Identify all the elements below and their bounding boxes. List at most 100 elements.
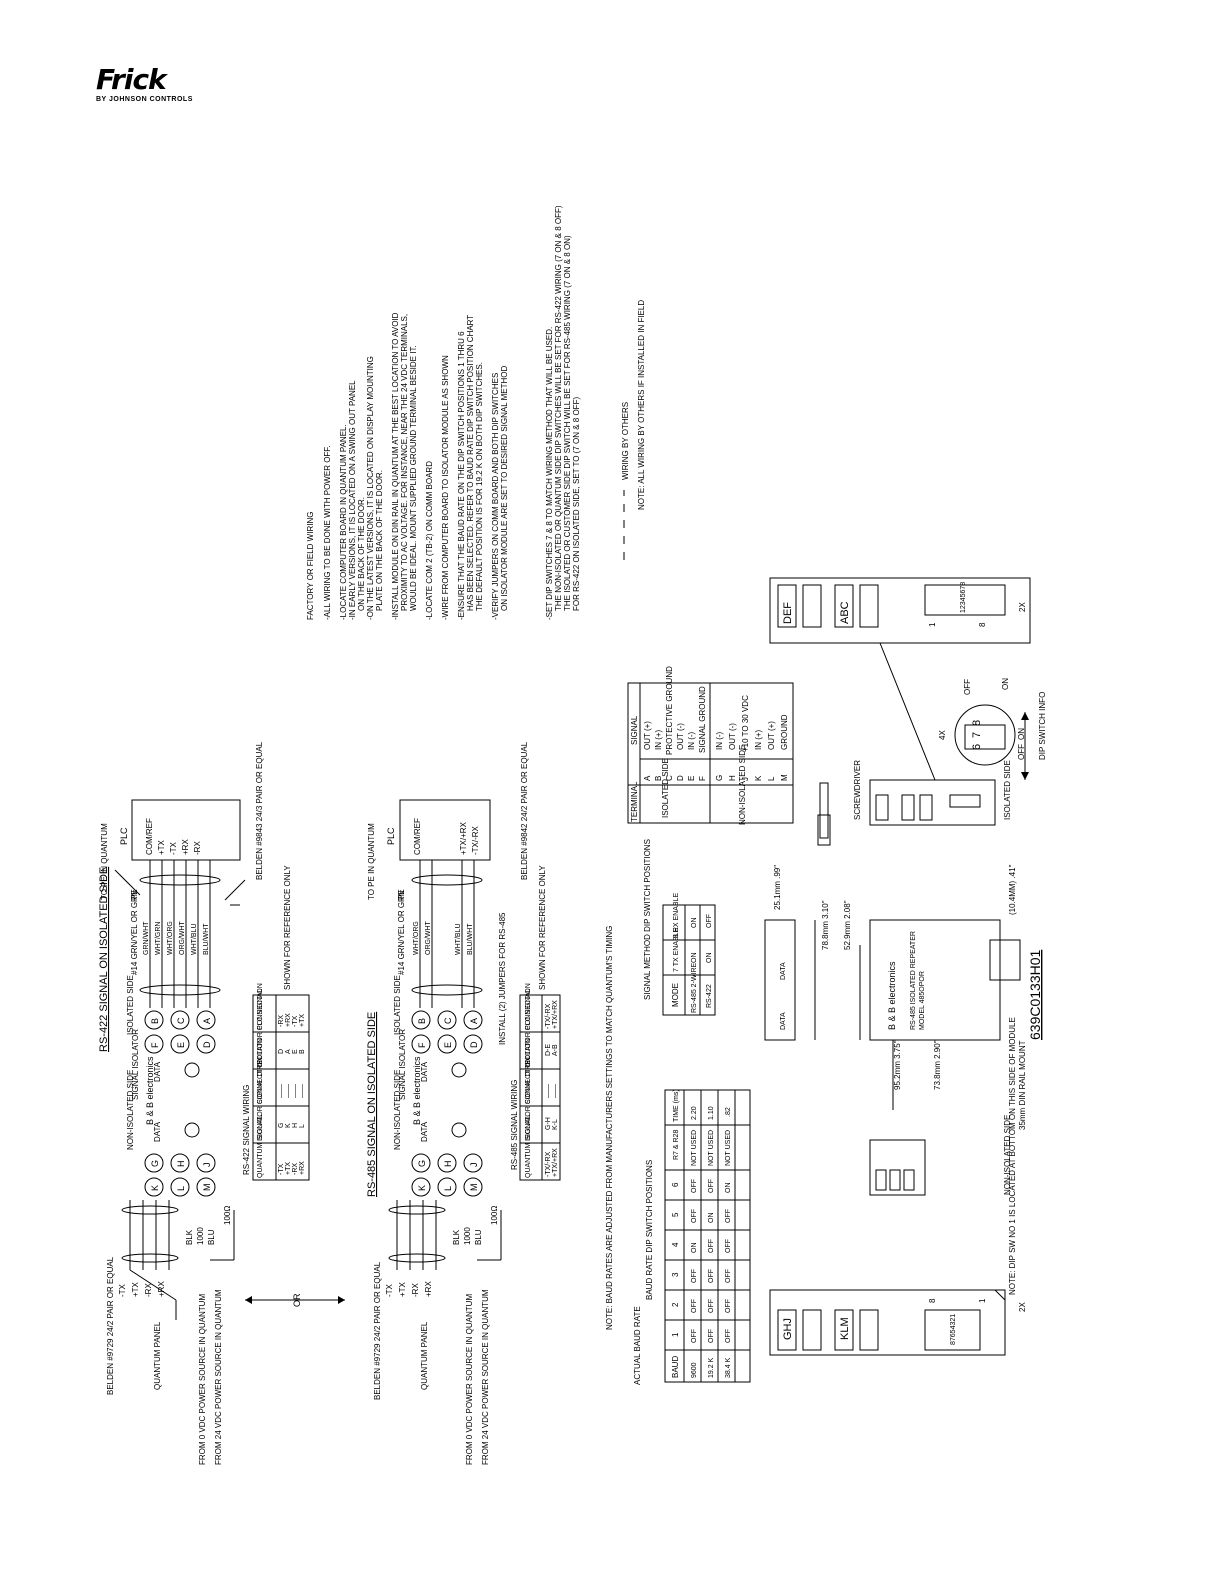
rs485-terminals: G H J K L M B C A F E D [411, 1010, 483, 1197]
rs422-maker: B & B electronics [145, 1056, 155, 1125]
svg-text:RS-422: RS-422 [706, 984, 713, 1008]
svg-text:SIGNAL DIRECTION: SIGNAL DIRECTION [525, 1038, 532, 1104]
rs422-from-24vdc: FROM 24 VDC POWER SOURCE IN QUANTUM [214, 1289, 223, 1465]
svg-text:1: 1 [978, 1298, 987, 1303]
frick-logo: Frick BY JOHNSON CONTROLS [96, 66, 236, 110]
svg-text:IN (+): IN (+) [654, 729, 663, 750]
rs422-cable-left: BELDEN #9729 24/2 PAIR OR EQUAL [106, 1256, 115, 1395]
svg-text:THE ISOLATED OR CUSTOMER SIDE: THE ISOLATED OR CUSTOMER SIDE DIP SWITCH… [563, 235, 572, 611]
rs422-signal-isolator: SIGNAL ISOLATOR [131, 1029, 140, 1100]
svg-text:C: C [443, 1017, 453, 1024]
svg-text:1: 1 [671, 1332, 680, 1337]
svg-text:B: B [654, 776, 663, 781]
rs485-non-isolated-label: NON-ISOLATED SIDE [393, 1070, 402, 1150]
svg-text:GHJ: GHJ [782, 1318, 794, 1340]
svg-text:BAUD RATE DIP SWITCH POSITIONS: BAUD RATE DIP SWITCH POSITIONS [645, 1160, 654, 1300]
rs485-wiring-table: RS-485 SIGNAL WIRING QUANTUM SIGNAL ISOL… [510, 983, 561, 1181]
svg-text:.82: .82 [725, 1107, 732, 1117]
svg-text:ORG/WHT: ORG/WHT [425, 920, 432, 955]
svg-text:8: 8 [928, 1298, 937, 1303]
svg-text:A: A [469, 1018, 479, 1024]
svg-text:——: —— [292, 1084, 299, 1098]
svg-text:+RX: +RX [285, 1013, 292, 1027]
wiring-notes: FACTORY OR FIELD WIRING -ALL WIRING TO B… [306, 205, 646, 620]
svg-text:THE NON-ISOLATED OR QUANTUM SI: THE NON-ISOLATED OR QUANTUM SIDE DIP SWI… [554, 205, 563, 611]
svg-text:4: 4 [671, 1242, 680, 1247]
signal-method-table: SIGNAL METHOD DIP SWITCH POSITIONS MODE … [643, 839, 716, 1016]
svg-text:35mm DIN RAIL MOUNT: 35mm DIN RAIL MOUNT [1018, 1040, 1027, 1130]
svg-text:ON THE BACK OF THE DOOR.: ON THE BACK OF THE DOOR. [357, 497, 366, 611]
svg-text:B & B electronics: B & B electronics [887, 961, 897, 1030]
rs485-reference-note: SHOWN FOR REFERENCE ONLY [538, 865, 547, 990]
svg-text:1: 1 [928, 622, 937, 627]
rs422-pe: PE [130, 889, 139, 900]
svg-text:D: D [469, 1041, 479, 1048]
svg-text:-RX: -RX [292, 1163, 299, 1175]
dip-switch-info-label: DIP SWITCH INFO [1038, 692, 1047, 760]
rs422-data-right: DATA [153, 1061, 162, 1082]
svg-text:HAS BEEN SELECTED. REFER TO BA: HAS BEEN SELECTED. REFER TO BAUD RATE DI… [466, 315, 475, 611]
rs422-diagram: RS-422 SIGNAL ON ISOLATED SIDE NON-ISOLA… [98, 741, 310, 1465]
svg-text:GROUND: GROUND [780, 714, 789, 750]
rs422-left-wires: -TX +TX -RX +RX BLK 1000 BLU 100Ω [118, 1200, 232, 1320]
svg-text:D: D [676, 775, 685, 781]
rs422-plc-box [131, 799, 241, 861]
svg-text:B: B [150, 1018, 160, 1024]
svg-text:COM/REF: COM/REF [145, 818, 154, 855]
svg-text:BLU: BLU [207, 1229, 216, 1245]
field-wiring-note: NOTE: ALL WIRING BY OTHERS IF INSTALLED … [637, 300, 646, 510]
svg-text:NON-ISOLATED SIDE: NON-ISOLATED SIDE [1003, 1115, 1012, 1195]
rs485-plc-label: PLC [386, 827, 396, 845]
svg-text:ISOLATOR CONNECTION: ISOLATOR CONNECTION [525, 983, 532, 1067]
svg-text:ON: ON [691, 1243, 698, 1254]
svg-text:-TX: -TX [278, 1163, 285, 1175]
svg-text:J: J [202, 1163, 212, 1168]
rs422-from-0vdc: FROM 0 VDC POWER SOURCE IN QUANTUM [198, 1294, 207, 1465]
svg-text:OFF: OFF [706, 914, 713, 928]
svg-text:-LOCATE COMPUTER BOARD IN QUAN: -LOCATE COMPUTER BOARD IN QUANTUM PANEL. [339, 424, 348, 620]
svg-text:BLU/WHT: BLU/WHT [203, 923, 210, 955]
svg-text:-RX: -RX [278, 1015, 285, 1027]
rs485-from-0vdc: FROM 0 VDC POWER SOURCE IN QUANTUM [465, 1294, 474, 1465]
svg-text:2X: 2X [1018, 1302, 1027, 1312]
svg-text:-TX: -TX [292, 1015, 299, 1027]
svg-text:2: 2 [671, 1302, 680, 1307]
svg-text:-TX/-RX: -TX/-RX [471, 825, 480, 855]
svg-text:-RX: -RX [193, 841, 202, 855]
svg-text:GRN/WHT: GRN/WHT [143, 921, 150, 955]
svg-text:R7 & R28: R7 & R28 [673, 1130, 680, 1160]
svg-text:-TX: -TX [385, 1283, 394, 1297]
rs485-isolated-label: ISOLATED SIDE [393, 975, 402, 1035]
svg-text:ON: ON [706, 953, 713, 964]
rs422-cable-right: BELDEN #9843 24/3 PAIR OR EQUAL [255, 741, 264, 880]
svg-text:2X: 2X [1018, 602, 1027, 612]
svg-text:PLC SIGNAL: PLC SIGNAL [525, 989, 532, 1030]
svg-text:BLK: BLK [452, 1229, 461, 1245]
svg-text:MODE: MODE [671, 983, 680, 1007]
rs485-from-24vdc: FROM 24 VDC POWER SOURCE IN QUANTUM [481, 1289, 490, 1465]
svg-text:COM/REF: COM/REF [413, 818, 422, 855]
rs485-jumpers: INSTALL (2) JUMPERS FOR RS-485 [498, 912, 507, 1045]
svg-text:BLK: BLK [185, 1229, 194, 1245]
svg-text:OFF: OFF [708, 1179, 715, 1193]
svg-text:M: M [469, 1184, 479, 1192]
svg-text:D: D [278, 1049, 285, 1054]
svg-text:ON: ON [1001, 678, 1010, 690]
svg-text:ISOLATOR CONNECTION: ISOLATOR CONNECTION [257, 1057, 264, 1141]
svg-text:NOT USED: NOT USED [691, 1130, 698, 1166]
svg-text:F: F [698, 776, 707, 781]
svg-text:5: 5 [671, 1212, 680, 1217]
rs422-ground-wire: #14 GRN/YEL OR GRN [130, 890, 139, 975]
svg-text:-SET DIP SWITCHES 7 & 8 TO MAT: -SET DIP SWITCHES 7 & 8 TO MATCH WIRING … [545, 327, 554, 620]
svg-text:ON: ON [691, 953, 698, 964]
rs485-plc-box [399, 799, 491, 861]
svg-text:E: E [176, 1042, 186, 1048]
svg-text:1.10: 1.10 [708, 1106, 715, 1120]
drawing-number: 639C0133H01 [1027, 949, 1043, 1040]
svg-text:WHT/GRN: WHT/GRN [155, 922, 162, 955]
svg-text:OFF: OFF [725, 1269, 732, 1283]
svg-text:OUT (-): OUT (-) [728, 723, 737, 750]
svg-text:K: K [754, 775, 763, 781]
